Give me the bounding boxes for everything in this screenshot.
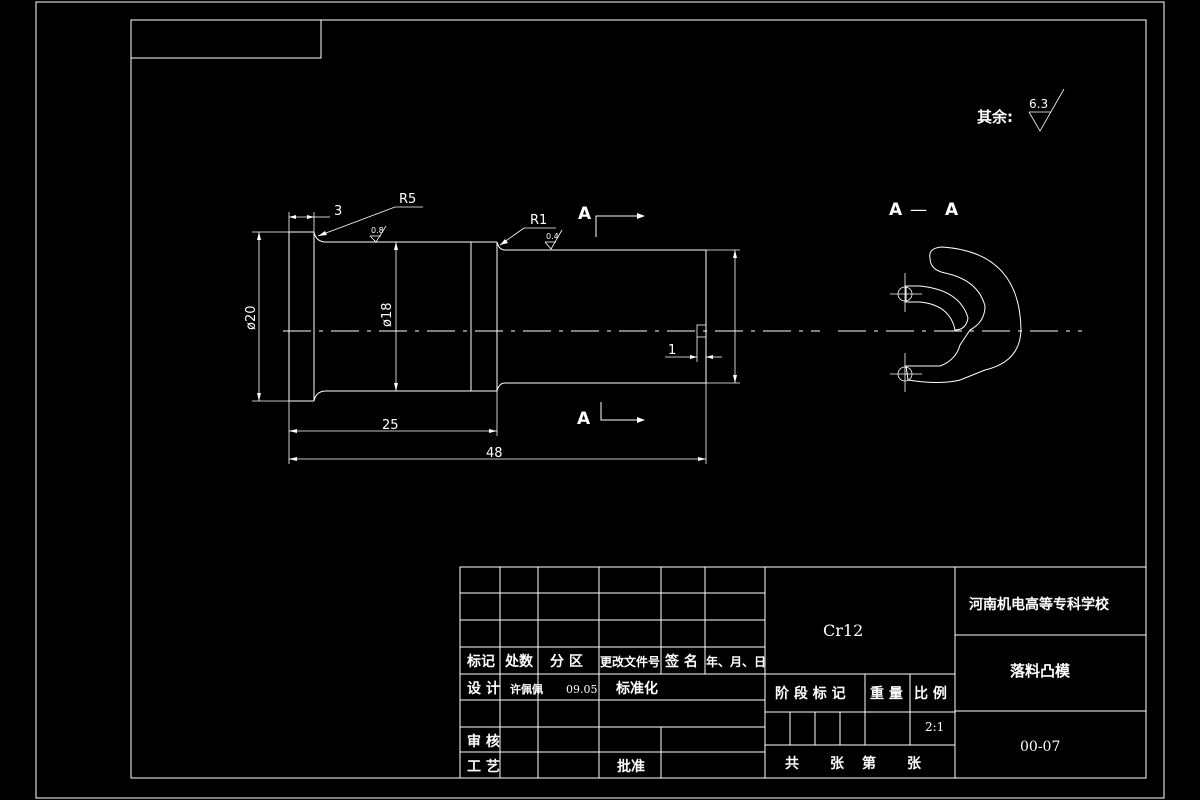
tb-sheet-unit-2: 张 xyxy=(907,756,922,772)
tb-sheet-no-label: 第 xyxy=(862,755,876,772)
tb-scale-value: 2:1 xyxy=(925,720,944,734)
section-view-aa xyxy=(838,246,1082,392)
title-block xyxy=(459,566,1147,779)
tb-material: Cr12 xyxy=(823,621,863,640)
tb-weight-label: 重 量 xyxy=(870,685,903,702)
dimension-diameter-18: ø18 xyxy=(380,242,398,391)
surface-roughness-note: 其余: 6.3 xyxy=(977,88,1065,132)
roughness-symbol-left: 0.8 xyxy=(369,225,387,243)
tb-scale-label: 比 例 xyxy=(914,685,947,702)
dim-r5-text: R5 xyxy=(399,192,416,207)
part-side-view xyxy=(283,231,820,402)
section-title-sep: — xyxy=(910,200,927,220)
dim-r1-text: R1 xyxy=(530,213,547,228)
dim-d20-text: ø20 xyxy=(244,306,259,331)
dimension-offset-1: 1 xyxy=(665,337,722,362)
tb-sheet-total-label: 共 xyxy=(785,755,799,772)
section-marker-top: A xyxy=(578,204,645,237)
section-marker-top-label: A xyxy=(578,204,592,224)
section-marker-bottom: A xyxy=(577,402,645,429)
tb-header-mark: 标记 xyxy=(466,653,495,670)
section-marker-bottom-label: A xyxy=(577,409,591,429)
tb-approve-label: 批准 xyxy=(617,758,645,775)
dimension-right-height xyxy=(706,249,740,384)
section-title-left: A xyxy=(889,200,903,220)
roughness-note-value: 6.3 xyxy=(1029,97,1048,111)
dimension-length-48: 48 xyxy=(288,383,707,464)
roughness-note-label: 其余: xyxy=(977,108,1013,126)
tb-designer: 许佩佩 xyxy=(510,682,543,696)
tb-process-label: 工 艺 xyxy=(467,758,500,775)
section-view-title: A — A xyxy=(889,200,959,220)
dimension-chamfer-3: 3 xyxy=(288,204,342,232)
tb-drawing-no: 00-07 xyxy=(1020,739,1060,755)
tb-review-label: 审 核 xyxy=(467,733,500,750)
dim-d18-text: ø18 xyxy=(380,303,395,328)
tb-standard-label: 标准化 xyxy=(615,680,658,697)
roughness-right-value: 0.4 xyxy=(546,232,559,241)
tb-header-date: 年、月、日 xyxy=(706,654,766,669)
tb-header-signature: 签 名 xyxy=(664,653,698,670)
dimension-r1: R1 xyxy=(499,213,556,246)
dimension-diameter-20: ø20 xyxy=(244,231,289,402)
tb-header-change-doc: 更改文件号 xyxy=(600,654,660,669)
tb-design-date: 09.05 xyxy=(566,683,598,696)
tb-part-name: 落料凸模 xyxy=(1010,662,1071,680)
section-title-right: A xyxy=(945,200,959,220)
roughness-left-value: 0.8 xyxy=(371,226,384,235)
dimension-length-25: 25 xyxy=(288,391,498,436)
tb-header-count: 处数 xyxy=(504,653,534,670)
roughness-symbol-right: 0.4 xyxy=(544,229,563,250)
dimension-r5: R5 xyxy=(317,192,423,237)
tb-stage-label: 阶 段 标 记 xyxy=(775,685,846,702)
tb-header-zone: 分 区 xyxy=(550,654,583,670)
dim-offset-text: 1 xyxy=(668,343,676,358)
title-block-text: 标记 处数 分 区 更改文件号 签 名 年、月、日 设 计 许佩佩 09.05 … xyxy=(466,596,1110,775)
dim-len25-text: 25 xyxy=(382,418,399,433)
dim-chamfer-text: 3 xyxy=(334,204,342,219)
tb-school-name: 河南机电高等专科学校 xyxy=(969,596,1110,613)
dim-len48-text: 48 xyxy=(486,446,503,461)
tb-design-label: 设 计 xyxy=(467,680,500,697)
tb-sheet-unit-1: 张 xyxy=(830,756,845,772)
